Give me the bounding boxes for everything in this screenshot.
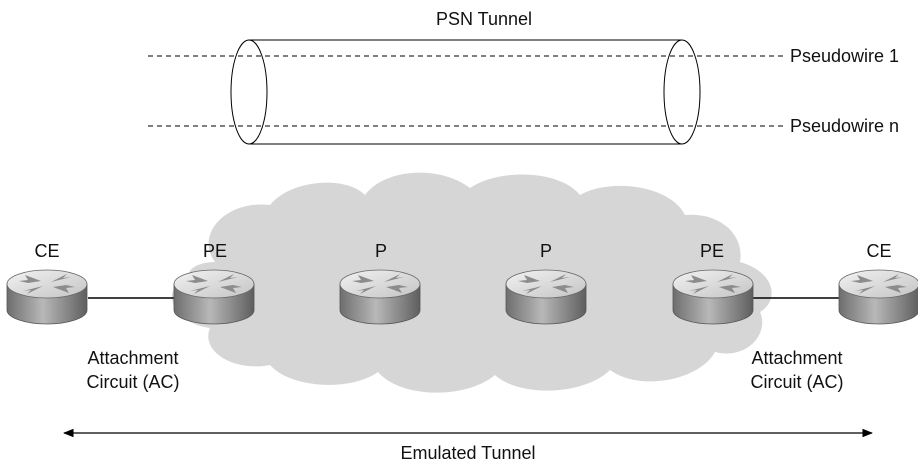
emulated-tunnel-label: Emulated Tunnel bbox=[400, 443, 535, 463]
node-label-ce-left: CE bbox=[34, 241, 59, 261]
ac-left-line2: Circuit (AC) bbox=[87, 372, 180, 392]
router-arrow-icon bbox=[356, 286, 376, 294]
router-arrow-icon bbox=[384, 274, 404, 282]
router-arrow-icon bbox=[685, 275, 707, 283]
router-icon-p-2 bbox=[505, 269, 587, 325]
router-arrow-icon bbox=[190, 286, 210, 294]
router-arrow-icon bbox=[352, 275, 374, 283]
router-arrow-icon bbox=[550, 274, 570, 282]
node-label-ce-right: CE bbox=[866, 241, 891, 261]
pseudowire-1-label: Pseudowire 1 bbox=[790, 46, 899, 66]
node-labels: CE PE P P PE CE bbox=[34, 241, 891, 261]
ac-right-line1: Attachment bbox=[751, 348, 842, 368]
router-arrow-icon bbox=[19, 275, 41, 283]
tunnel-left-end bbox=[230, 39, 268, 145]
router-icon-ce-right bbox=[838, 269, 918, 325]
psn-cloud bbox=[171, 172, 772, 393]
router-arrow-icon bbox=[717, 274, 737, 282]
node-label-p-2: P bbox=[540, 241, 552, 261]
router-arrow-icon bbox=[386, 285, 408, 293]
router-icon-pe-left bbox=[173, 269, 255, 325]
psn-tunnel-label: PSN Tunnel bbox=[436, 9, 532, 29]
router-icon-ce-left bbox=[6, 269, 88, 325]
attachment-circuit-left-label: Attachment Circuit (AC) bbox=[87, 348, 180, 392]
ac-left-line1: Attachment bbox=[87, 348, 178, 368]
router-arrow-icon bbox=[522, 286, 542, 294]
psn-tunnel: PSN Tunnel Pseudowire 1 Pseudowire n bbox=[148, 9, 899, 145]
attachment-circuit-right-label: Attachment Circuit (AC) bbox=[751, 348, 844, 392]
router-arrow-icon bbox=[53, 285, 75, 293]
router-icon-p-1 bbox=[339, 269, 421, 325]
router-arrow-icon bbox=[23, 286, 43, 294]
router-arrow-icon bbox=[855, 286, 875, 294]
router-arrow-icon bbox=[220, 285, 242, 293]
router-arrow-icon bbox=[851, 275, 873, 283]
pseudowire-n-label: Pseudowire n bbox=[790, 116, 899, 136]
routers bbox=[6, 269, 918, 325]
router-arrow-icon bbox=[885, 285, 907, 293]
router-arrow-icon bbox=[883, 274, 903, 282]
router-arrow-icon bbox=[689, 286, 709, 294]
node-label-p-1: P bbox=[375, 241, 387, 261]
router-icon-pe-right bbox=[672, 269, 754, 325]
router-arrow-icon bbox=[552, 285, 574, 293]
node-label-pe-right: PE bbox=[700, 241, 724, 261]
router-arrow-icon bbox=[518, 275, 540, 283]
router-arrow-icon bbox=[218, 274, 238, 282]
router-arrow-icon bbox=[51, 274, 71, 282]
router-arrow-icon bbox=[186, 275, 208, 283]
router-arrow-icon bbox=[719, 285, 741, 293]
ac-right-line2: Circuit (AC) bbox=[751, 372, 844, 392]
node-label-pe-left: PE bbox=[203, 241, 227, 261]
tunnel-right-end bbox=[663, 39, 701, 145]
